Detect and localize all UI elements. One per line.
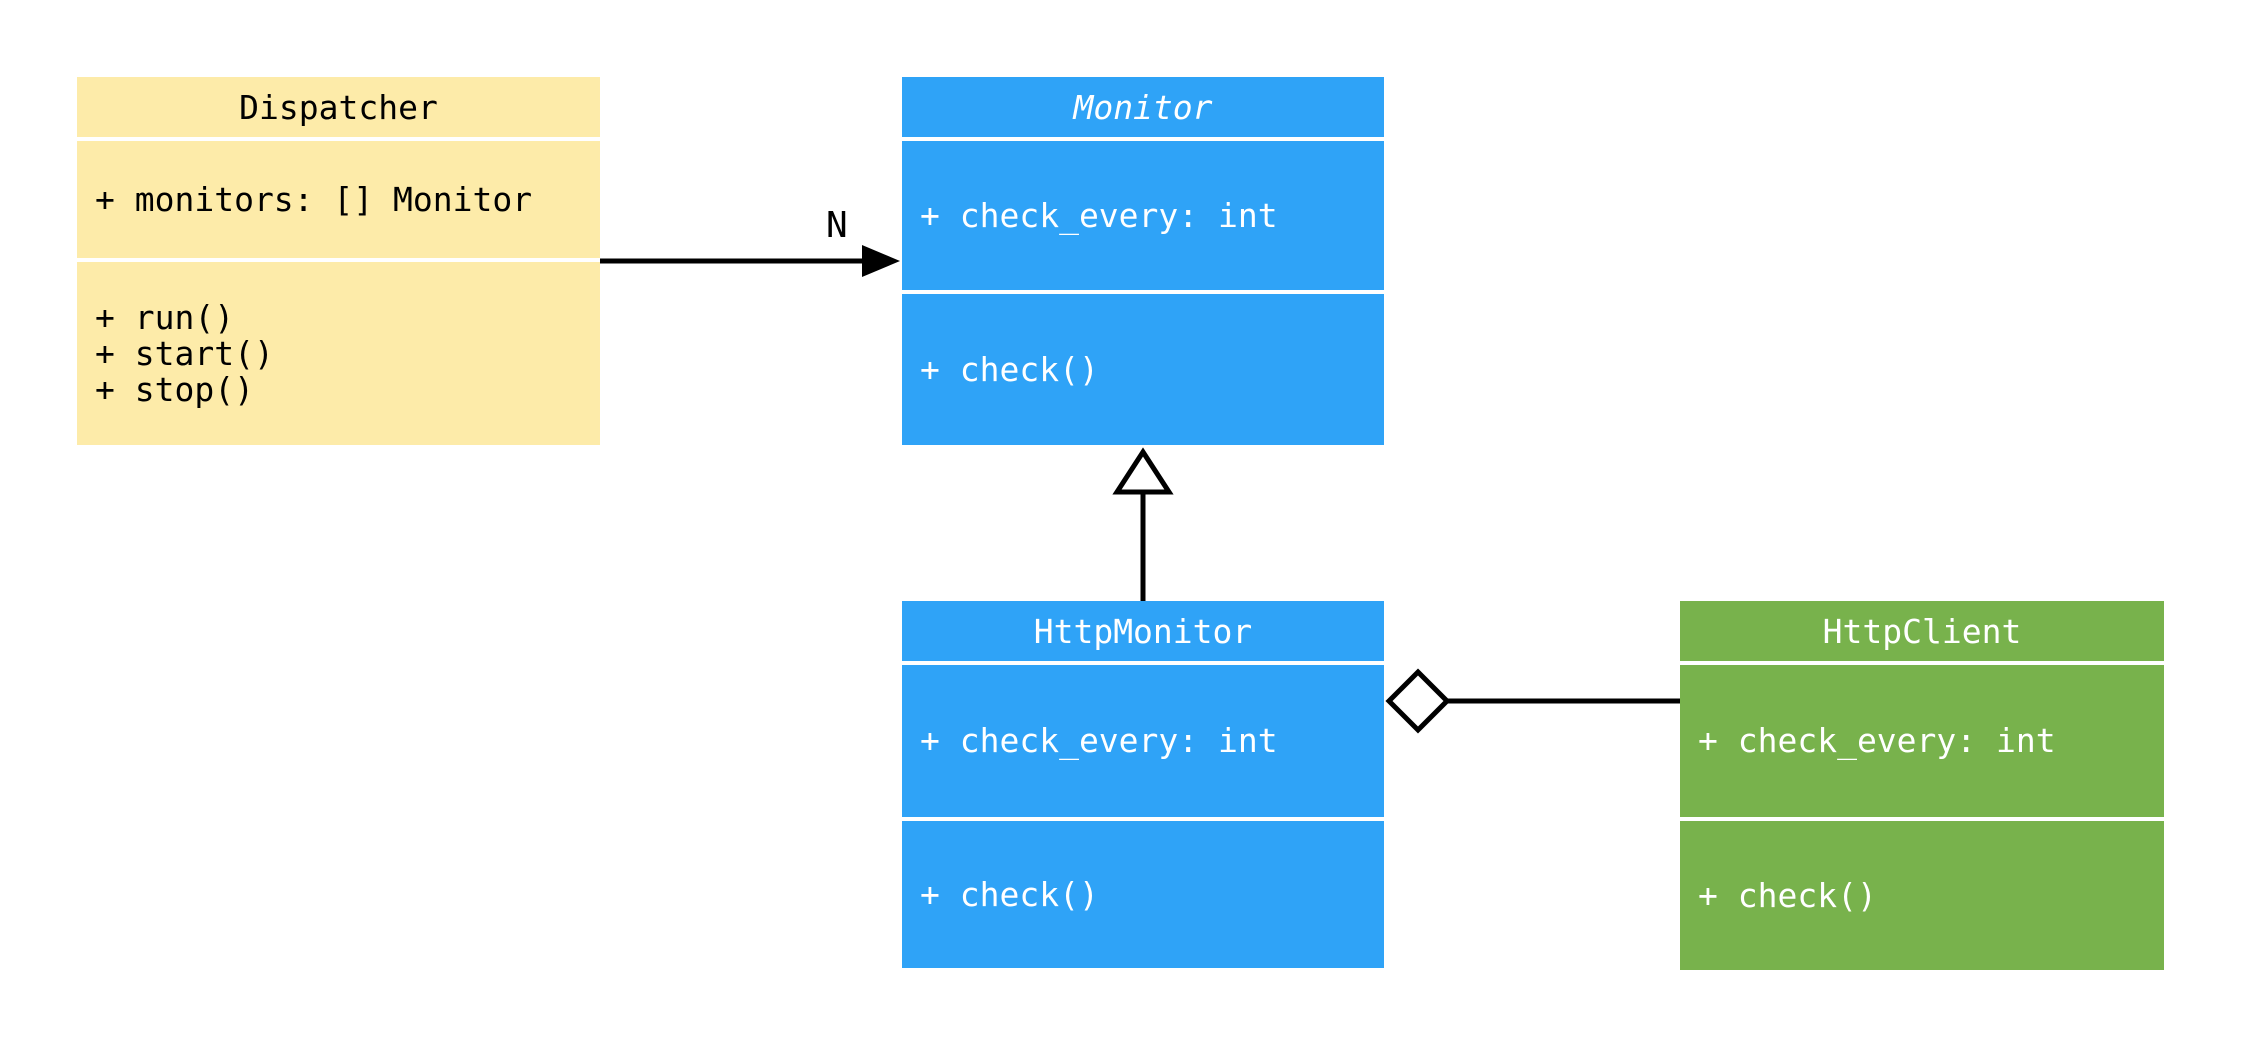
inheritance-triangle-icon bbox=[1112, 447, 1174, 495]
class-http-client-title: HttpClient bbox=[1680, 601, 2164, 661]
class-monitor-title: Monitor bbox=[902, 77, 1384, 137]
class-http-monitor: HttpMonitor + check_every: int + check() bbox=[902, 601, 1384, 968]
class-dispatcher-methods: + run() + start() + stop() bbox=[77, 262, 600, 445]
class-http-monitor-title: HttpMonitor bbox=[902, 601, 1384, 661]
class-http-monitor-methods: + check() bbox=[902, 821, 1384, 968]
class-http-monitor-attributes: + check_every: int bbox=[902, 665, 1384, 817]
class-http-client-methods: + check() bbox=[1680, 821, 2164, 970]
class-monitor: Monitor + check_every: int + check() bbox=[902, 77, 1384, 445]
association-arrowhead-icon bbox=[862, 245, 900, 277]
multiplicity-label: N bbox=[826, 205, 848, 246]
class-http-client-attributes: + check_every: int bbox=[1680, 665, 2164, 817]
class-dispatcher: Dispatcher + monitors: [] Monitor + run(… bbox=[77, 77, 600, 445]
class-http-client: HttpClient + check_every: int + check() bbox=[1680, 601, 2164, 970]
class-dispatcher-attributes: + monitors: [] Monitor bbox=[77, 141, 600, 258]
class-dispatcher-title: Dispatcher bbox=[77, 77, 600, 137]
class-monitor-methods: + check() bbox=[902, 294, 1384, 445]
aggregation-diamond-icon bbox=[1385, 668, 1451, 734]
class-monitor-attributes: + check_every: int bbox=[902, 141, 1384, 290]
